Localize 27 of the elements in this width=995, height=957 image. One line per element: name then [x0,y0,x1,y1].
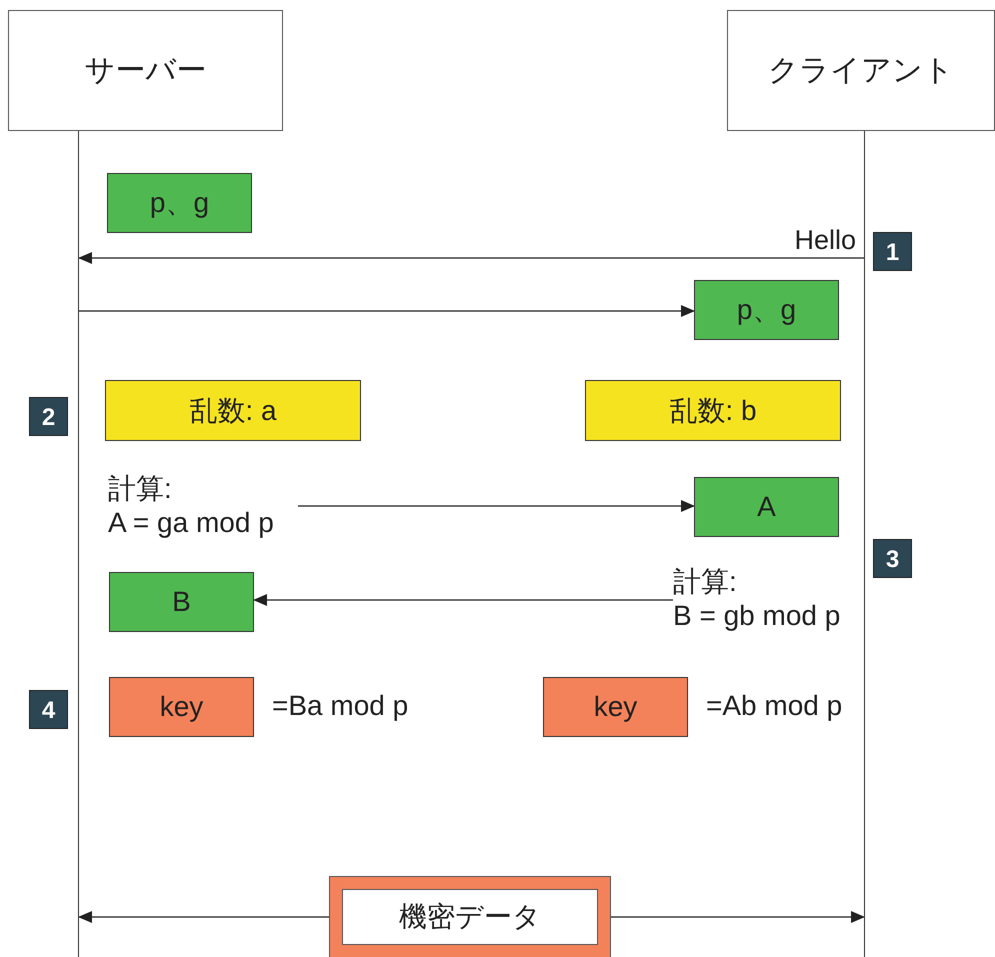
step-badge: 1 [873,232,912,271]
step-badge: 3 [873,539,912,578]
step-badge: 2 [29,397,68,436]
participant-box: サーバー [8,10,283,131]
arrow [78,911,330,923]
value-box: p、g [694,280,839,340]
value-box: B [109,572,254,632]
value-box: p、g [107,173,252,233]
data-box: 機密データ [330,877,610,957]
lifeline [78,131,79,957]
calculation-text: 計算: B = gb mod p [673,563,865,635]
key-box: key [543,677,688,737]
lifeline [864,131,865,957]
arrow [610,911,865,923]
arrow [253,594,673,606]
key-box: key [109,677,254,737]
calculation-text: 計算: A = ga mod p [108,470,298,542]
formula-text: =Ab mod p [706,690,842,722]
random-number-box: 乱数: b [585,380,841,441]
arrow [79,305,695,317]
arrow [298,500,695,512]
step-badge: 4 [29,690,68,729]
random-number-box: 乱数: a [105,380,361,441]
participant-box: クライアント [727,10,995,131]
arrow [78,252,864,264]
formula-text: =Ba mod p [272,690,408,722]
value-box: A [694,477,839,537]
